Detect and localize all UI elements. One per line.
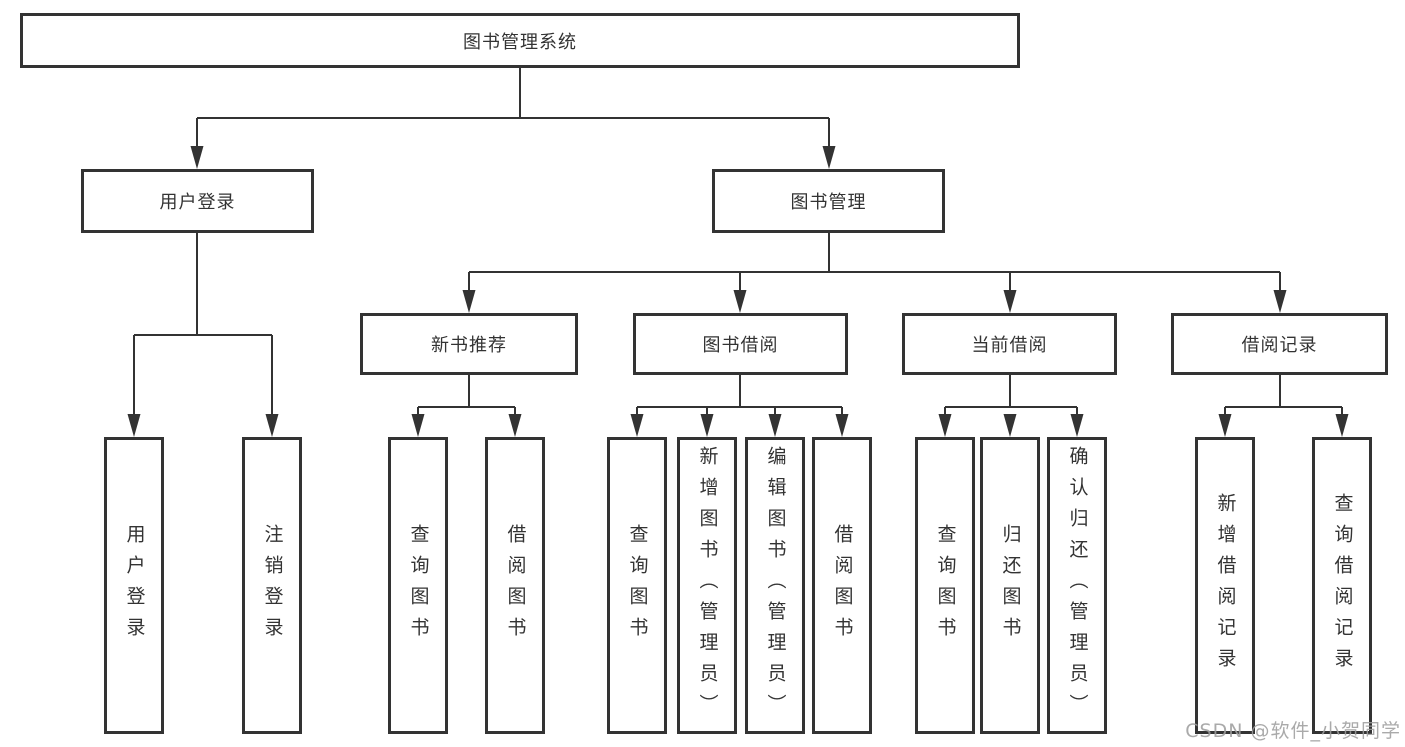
node-label: 借阅记录	[1241, 335, 1318, 356]
node-label: 编辑图书（管理员）	[764, 446, 787, 725]
node-label: 图书借阅	[702, 335, 779, 356]
node-label: 图书管理系统	[463, 31, 577, 53]
node-current-borrowing: 当前借阅	[902, 313, 1117, 375]
leaf-logout: 注销登录	[242, 437, 302, 734]
connector-arrowheads	[127, 146, 1349, 437]
node-label: 注销登录	[261, 523, 284, 648]
leaf-confirm-return-admin: 确认归还（管理员）	[1047, 437, 1107, 734]
leaf-user-login: 用户登录	[104, 437, 164, 734]
node-label: 用户登录	[123, 523, 146, 648]
node-label: 当前借阅	[971, 335, 1048, 356]
leaf-return-books: 归还图书	[980, 437, 1040, 734]
node-label: 查询图书	[626, 523, 649, 648]
node-label: 新增图书（管理员）	[696, 446, 719, 725]
node-new-book-recommend: 新书推荐	[360, 313, 578, 375]
leaf-query-books-borrowing: 查询图书	[607, 437, 667, 734]
node-label: 借阅图书	[831, 523, 854, 648]
connector-lines	[133, 68, 1343, 419]
leaf-add-borrow-record: 新增借阅记录	[1195, 437, 1255, 734]
leaf-borrow-books-borrowing: 借阅图书	[812, 437, 872, 734]
node-root-system: 图书管理系统	[20, 13, 1020, 68]
leaf-query-books-current: 查询图书	[915, 437, 975, 734]
node-label: 新增借阅记录	[1214, 492, 1237, 679]
leaf-add-books-admin: 新增图书（管理员）	[677, 437, 737, 734]
leaf-borrow-books-recommend: 借阅图书	[485, 437, 545, 734]
leaf-edit-books-admin: 编辑图书（管理员）	[745, 437, 805, 734]
node-book-borrowing: 图书借阅	[633, 313, 848, 375]
node-label: 借阅图书	[504, 523, 527, 648]
node-label: 图书管理	[790, 192, 867, 213]
node-book-management: 图书管理	[712, 169, 945, 233]
node-user-login: 用户登录	[81, 169, 314, 233]
node-label: 归还图书	[999, 523, 1022, 648]
leaf-query-books-recommend: 查询图书	[388, 437, 448, 734]
node-label: 新书推荐	[431, 335, 507, 356]
node-label: 查询图书	[407, 523, 430, 648]
node-label: 用户登录	[159, 192, 236, 213]
node-label: 查询借阅记录	[1331, 492, 1354, 679]
csdn-watermark: CSDN @软件_小贺同学	[1185, 720, 1401, 742]
node-label: 确认归还（管理员）	[1066, 446, 1089, 725]
node-borrowing-records: 借阅记录	[1171, 313, 1388, 375]
node-label: 查询图书	[934, 523, 957, 648]
leaf-query-borrow-record: 查询借阅记录	[1312, 437, 1372, 734]
